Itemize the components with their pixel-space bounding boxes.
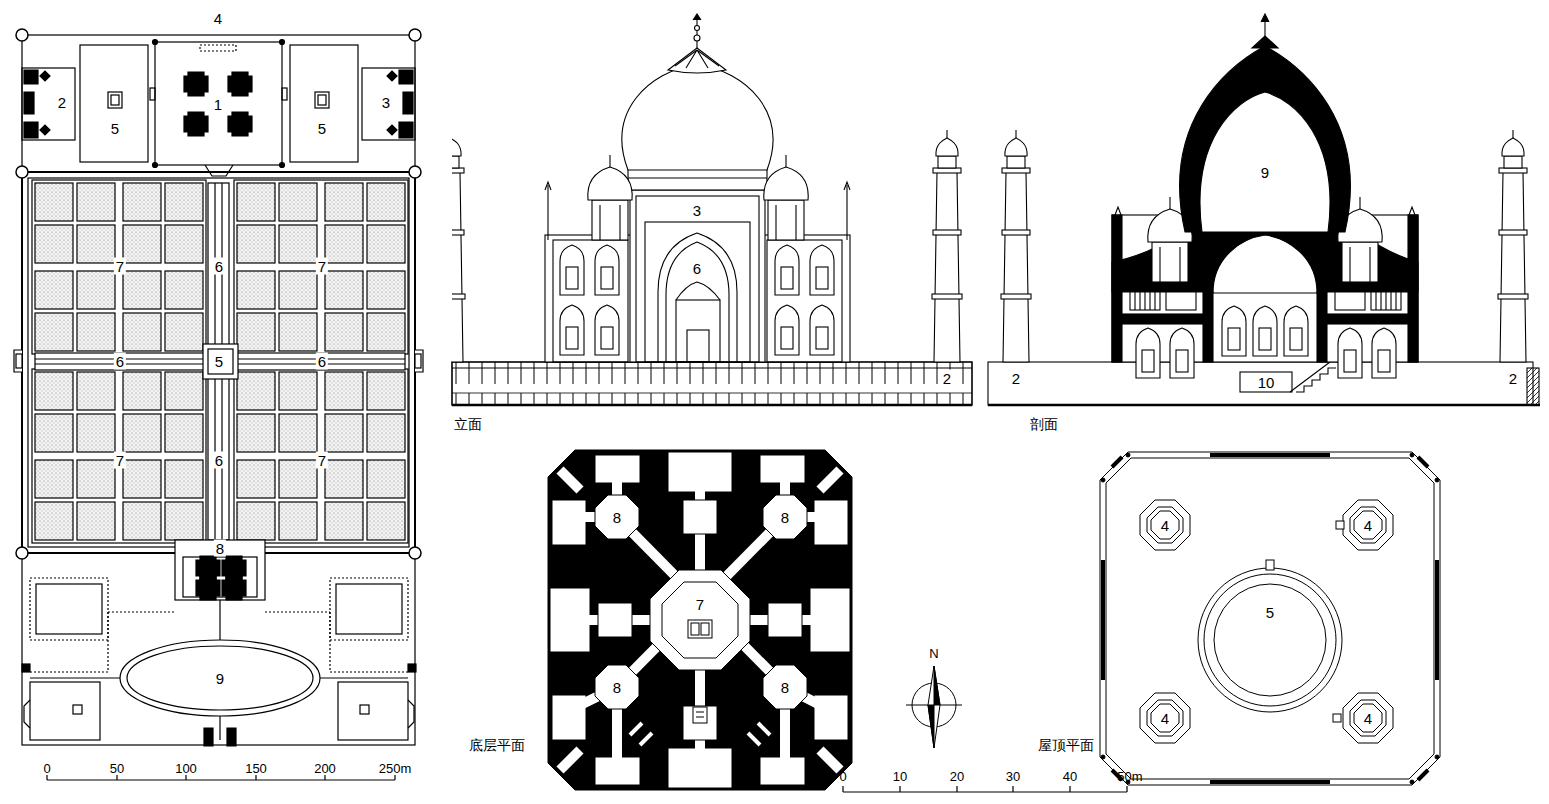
north-label: N: [927, 646, 940, 661]
view-title: 底层平面: [467, 737, 527, 753]
scale-number: 20: [948, 769, 966, 784]
callout-number: 7: [316, 258, 328, 275]
callout-number: 6: [691, 260, 703, 277]
scale-number: 0: [837, 769, 848, 784]
scale-number: 50m: [1115, 769, 1144, 784]
callout-number: 3: [380, 94, 392, 111]
callout-number: 1: [212, 96, 224, 113]
callout-number: 4: [1362, 710, 1374, 727]
callout-number: 2: [1010, 370, 1022, 387]
callout-number: 5: [316, 120, 328, 137]
scale-number: 150: [243, 761, 269, 776]
callout-number: 7: [114, 258, 126, 275]
scale-number: 250m: [377, 761, 414, 776]
scale-number: 30: [1004, 769, 1022, 784]
callout-number: 8: [779, 679, 791, 696]
callout-number: 2: [941, 370, 953, 387]
callout-number: 4: [212, 10, 224, 27]
section: [988, 14, 1540, 405]
callout-number: 7: [694, 596, 706, 613]
scale-number: 100: [173, 761, 199, 776]
callout-number: 10: [1256, 374, 1277, 391]
callout-number: 4: [1159, 517, 1171, 534]
callout-number: 4: [1362, 517, 1374, 534]
callout-number: 6: [213, 452, 225, 469]
north-arrow: [906, 666, 962, 748]
roof-plan: [1100, 452, 1440, 785]
scale-number: 50: [108, 761, 126, 776]
elevation: [435, 14, 972, 405]
callout-number: 8: [611, 509, 623, 526]
callout-number: 9: [1259, 164, 1271, 181]
callout-number: 3: [691, 202, 703, 219]
callout-number: 9: [214, 670, 226, 687]
callout-number: 8: [779, 509, 791, 526]
callout-number: 2: [56, 94, 68, 111]
callout-number: 5: [213, 353, 225, 370]
site-plan: [14, 29, 423, 780]
callout-number: 5: [1264, 604, 1276, 621]
callout-number: 6: [213, 258, 225, 275]
callout-number: 7: [114, 452, 126, 469]
view-title: 剖面: [1028, 416, 1060, 432]
view-title: 立面: [452, 416, 484, 432]
scale-number: 200: [312, 761, 338, 776]
callout-number: 2: [1507, 370, 1519, 387]
callout-number: 6: [114, 353, 126, 370]
scale-number: 10: [891, 769, 909, 784]
scale-bar: [843, 786, 1127, 792]
view-title: 屋顶平面: [1036, 737, 1096, 753]
scale-number: 40: [1061, 769, 1079, 784]
callout-number: 5: [109, 120, 121, 137]
callout-number: 8: [611, 679, 623, 696]
callout-number: 4: [1159, 710, 1171, 727]
scale-number: 0: [41, 761, 52, 776]
ground-plan: [548, 450, 852, 790]
callout-number: 6: [316, 353, 328, 370]
callout-number: 8: [214, 540, 226, 557]
callout-number: 7: [316, 452, 328, 469]
